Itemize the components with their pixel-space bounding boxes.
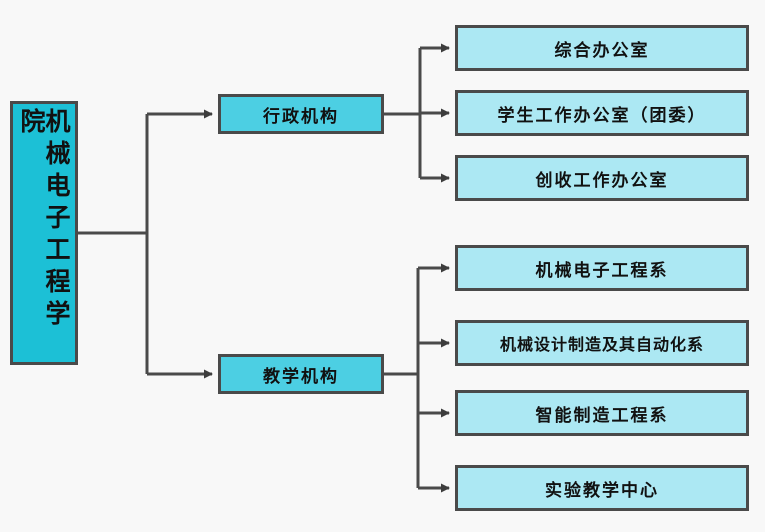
node-leaf-mechatronic-engineering-dept[interactable]: 机械电子工程系 [455, 245, 749, 291]
node-branch-teaching[interactable]: 教学机构 [218, 354, 384, 394]
node-leaf-student-affairs-office[interactable]: 学生工作办公室（团委） [455, 90, 749, 136]
node-leaf-revenue-office[interactable]: 创收工作办公室 [455, 155, 749, 201]
node-leaf-experimental-teaching-center[interactable]: 实验教学中心 [455, 465, 749, 511]
node-leaf-mechanical-design-dept[interactable]: 机械设计制造及其自动化系 [455, 320, 749, 366]
node-leaf-general-office[interactable]: 综合办公室 [455, 25, 749, 71]
node-branch-administrative[interactable]: 行政机构 [218, 94, 384, 134]
node-root-college[interactable]: 机械电子工程学院 [10, 101, 78, 365]
node-leaf-intelligent-manufacturing-dept[interactable]: 智能制造工程系 [455, 390, 749, 436]
